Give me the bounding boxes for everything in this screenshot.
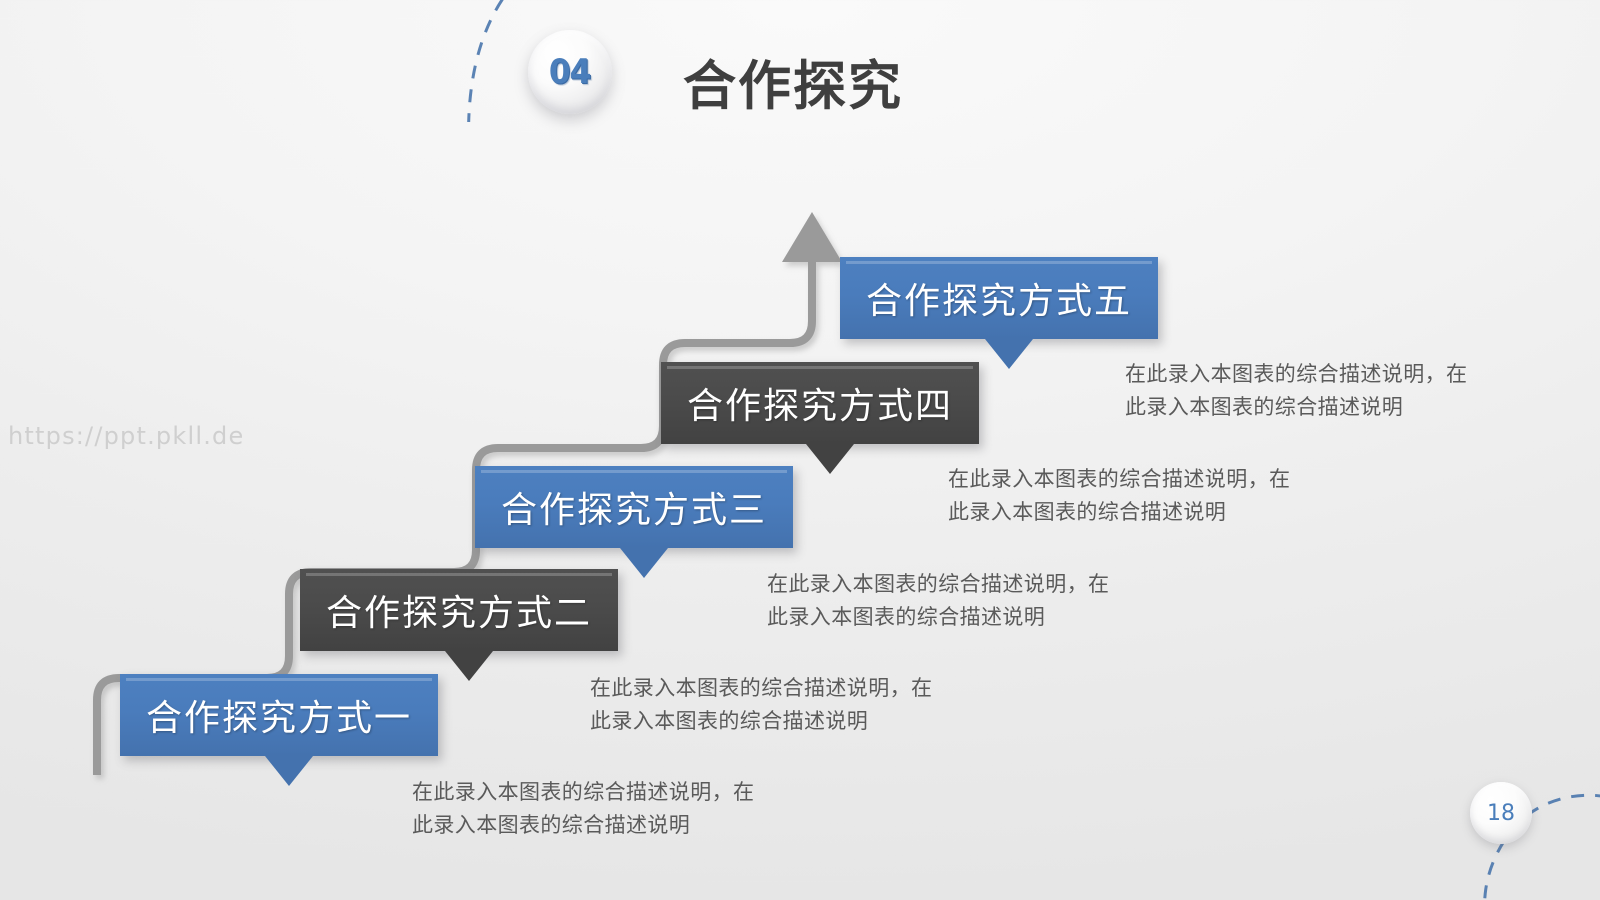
page-circle: 18 (1470, 782, 1532, 844)
badge-number-text: 04 (549, 52, 592, 92)
callout-body-5: 合作探究方式五 (840, 257, 1159, 339)
callout-body-3: 合作探究方式三 (475, 466, 794, 548)
page-title: 合作探究 (683, 56, 903, 117)
callout-label-2: 合作探究方式二 (326, 593, 593, 634)
callout-body-2: 合作探究方式二 (300, 569, 619, 651)
description-step-1: 在此录入本图表的综合描述说明，在 此录入本图表的综合描述说明 (412, 780, 755, 837)
watermark-text: https://ppt.pkll.de (8, 422, 245, 450)
description-step-2: 在此录入本图表的综合描述说明，在 此录入本图表的综合描述说明 (590, 676, 933, 733)
callout-step-3[interactable]: 合作探究方式三 (475, 466, 794, 578)
callout-body-4: 合作探究方式四 (661, 362, 980, 444)
callout-label-4: 合作探究方式四 (687, 386, 954, 427)
callout-label-1: 合作探究方式一 (146, 698, 413, 739)
step-number-badge: 04 (467, 0, 670, 122)
callout-tail-5 (985, 339, 1033, 369)
callout-step-4[interactable]: 合作探究方式四 (661, 362, 980, 474)
callout-tail-1 (265, 756, 313, 786)
callout-tail-2 (445, 651, 493, 681)
description-step-3: 在此录入本图表的综合描述说明，在 此录入本图表的综合描述说明 (767, 572, 1110, 629)
callout-step-1[interactable]: 合作探究方式一 (120, 674, 439, 786)
page-dashed-arc-icon (1483, 793, 1600, 900)
callout-step-5[interactable]: 合作探究方式五 (840, 257, 1159, 369)
callout-label-3: 合作探究方式三 (501, 490, 768, 531)
callout-step-2[interactable]: 合作探究方式二 (300, 569, 619, 681)
badge-circle: 04 (528, 30, 612, 114)
callout-body-1: 合作探究方式一 (120, 674, 439, 756)
description-step-5: 在此录入本图表的综合描述说明，在 此录入本图表的综合描述说明 (1125, 362, 1468, 419)
callout-tail-4 (806, 444, 854, 474)
page-number-text: 18 (1487, 800, 1515, 826)
description-step-4: 在此录入本图表的综合描述说明，在 此录入本图表的综合描述说明 (948, 467, 1291, 524)
callout-tail-3 (620, 548, 668, 578)
callout-label-5: 合作探究方式五 (866, 281, 1133, 322)
page-number-badge: 18 (1470, 782, 1600, 900)
